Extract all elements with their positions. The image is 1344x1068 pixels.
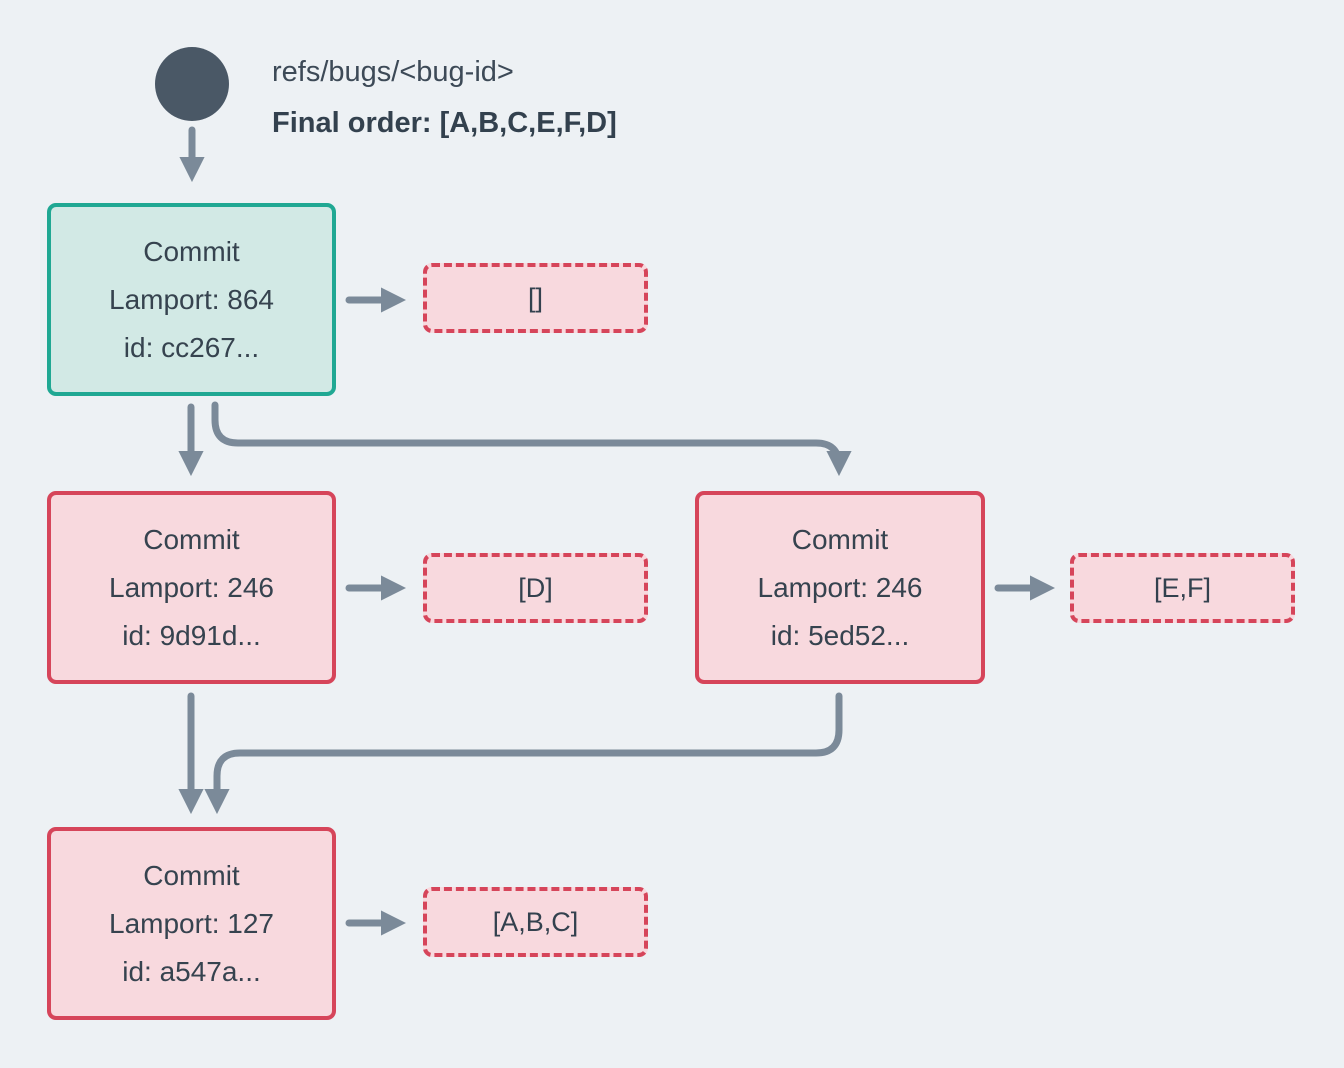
commit-node-9d91d: Commit Lamport: 246 id: 9d91d... <box>47 491 336 684</box>
ref-name-label: refs/bugs/<bug-id> <box>272 56 514 88</box>
commit-id: id: 9d91d... <box>122 619 261 651</box>
commit-id: id: 5ed52... <box>770 619 910 651</box>
commit-title: Commit <box>143 235 240 267</box>
commit-id: id: a547a... <box>122 955 261 987</box>
ops-list-d: [D] <box>423 553 648 623</box>
commit-title: Commit <box>143 523 240 555</box>
final-order-label: Final order: [A,B,C,E,F,D] <box>272 107 617 139</box>
edge-commit1-to-commit3 <box>211 401 852 477</box>
ops-list-empty: [] <box>423 263 648 333</box>
ref-circle <box>155 47 229 121</box>
ref-labels: refs/bugs/<bug-id> Final order: [A,B,C,E… <box>272 56 617 140</box>
commit-node-5ed52: Commit Lamport: 246 id: 5ed52... <box>695 491 985 684</box>
commit-node-cc267: Commit Lamport: 864 id: cc267... <box>47 203 336 396</box>
commit-lamport: Lamport: 864 <box>109 283 274 315</box>
commit-lamport: Lamport: 246 <box>757 571 923 603</box>
commit-title: Commit <box>791 523 889 555</box>
ops-list-ef: [E,F] <box>1070 553 1295 623</box>
commit-lamport: Lamport: 127 <box>109 907 274 939</box>
commit-lamport: Lamport: 246 <box>109 571 274 603</box>
commit-title: Commit <box>143 859 240 891</box>
commit-id: id: cc267... <box>123 331 260 363</box>
commit-node-a547a: Commit Lamport: 127 id: a547a... <box>47 827 336 1020</box>
edge-commit3-to-commit4 <box>204 692 843 815</box>
ops-list-abc: [A,B,C] <box>423 887 648 957</box>
